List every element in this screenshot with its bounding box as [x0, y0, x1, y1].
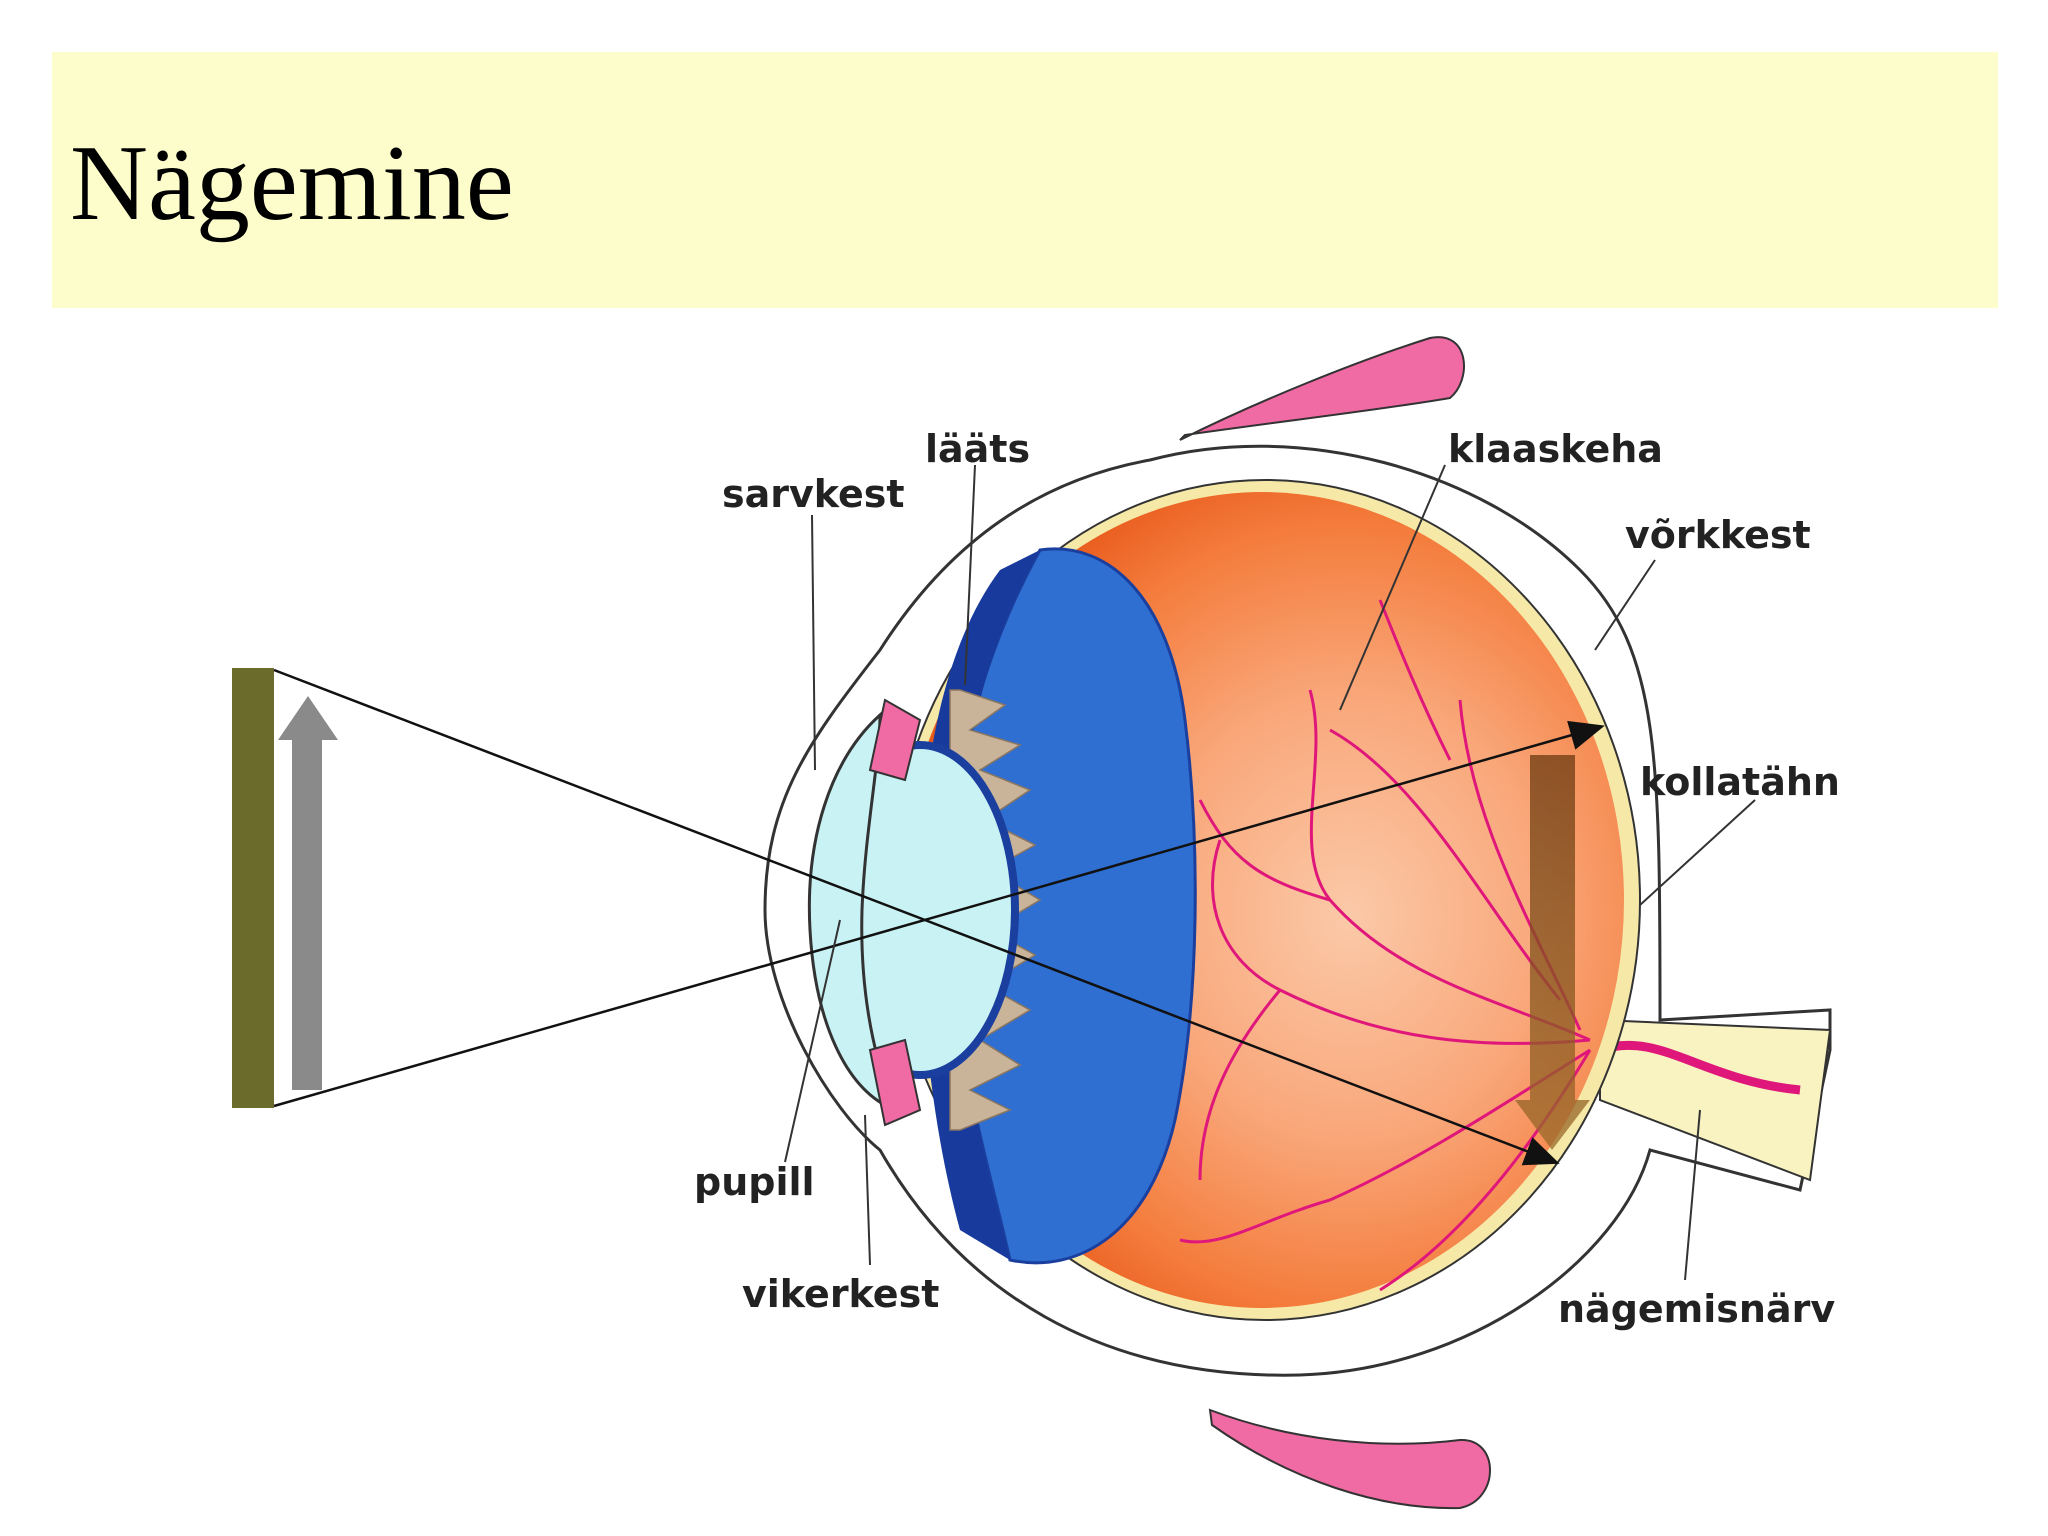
title-band: Nägemine — [52, 52, 1998, 308]
label-pupil: pupill — [694, 1160, 815, 1204]
label-optic-nerve: nägemisnärv — [1558, 1287, 1835, 1331]
ray-bottom — [273, 720, 1605, 1108]
ray-top — [273, 668, 1560, 1166]
label-lens: lääts — [925, 427, 1030, 471]
iris-upper — [868, 698, 922, 782]
label-macula: kollatähn — [1640, 760, 1840, 804]
leader-lines — [784, 464, 1756, 1281]
upper-muscle — [1179, 336, 1465, 441]
object-arrow — [278, 696, 338, 1090]
label-vitreous: klaaskeha — [1448, 427, 1663, 471]
label-cornea: sarvkest — [722, 472, 905, 516]
optic-nerve-vessel — [1598, 1040, 1801, 1095]
label-iris: vikerkest — [742, 1272, 939, 1316]
iris-lower — [868, 1038, 922, 1127]
retina-image-arrow — [1515, 755, 1590, 1150]
label-retina: võrkkest — [1625, 513, 1811, 557]
object-bar — [232, 668, 274, 1108]
slide-title: Nägemine — [70, 124, 514, 243]
lower-muscle — [1208, 1408, 1491, 1510]
